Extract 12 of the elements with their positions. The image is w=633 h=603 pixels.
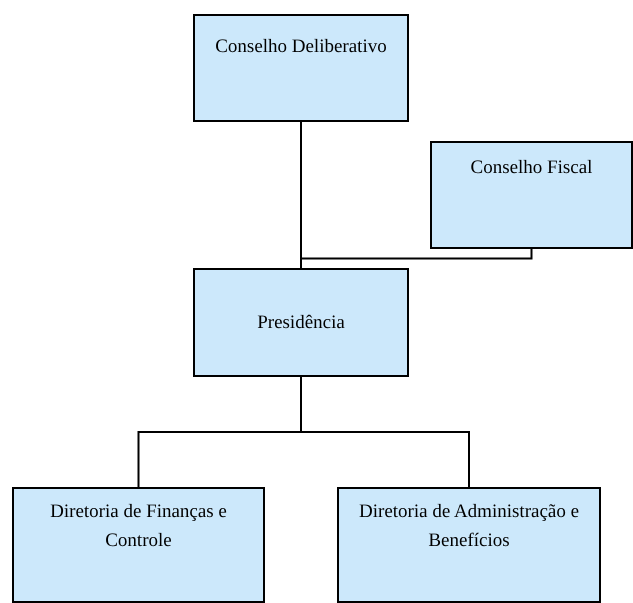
org-box	[12, 487, 265, 603]
box-label: Conselho Fiscal	[470, 156, 592, 180]
org-box	[337, 487, 601, 603]
box-label: Diretoria de Finanças e Controle	[49, 500, 228, 553]
org-box	[193, 268, 409, 377]
connector-line	[300, 249, 532, 268]
box-label: Conselho Deliberativo	[215, 35, 387, 59]
org-box	[430, 141, 633, 249]
org-box	[193, 14, 409, 122]
box-label: Diretoria de Administração e Benefícios	[359, 500, 579, 553]
box-label: Presidência	[257, 311, 345, 335]
connector-line	[300, 377, 470, 487]
